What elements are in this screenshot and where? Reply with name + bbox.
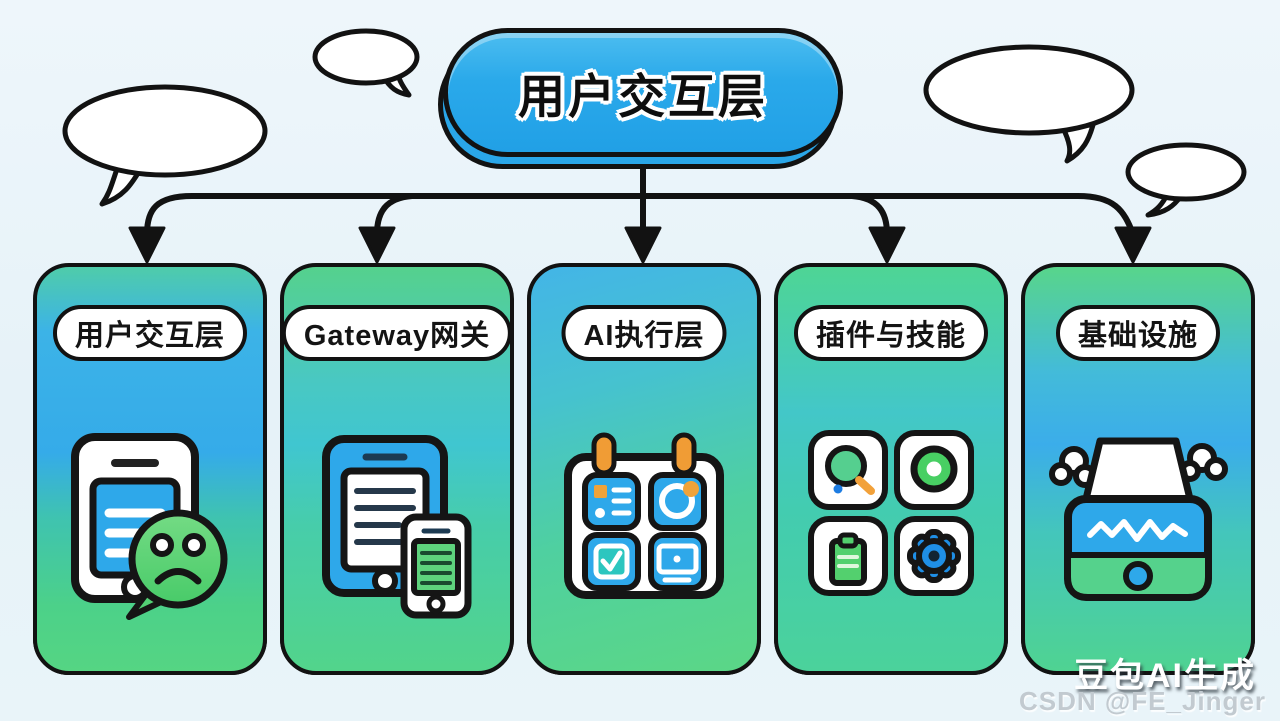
plugin-grid-icon (807, 429, 975, 602)
card-title-pill: 插件与技能 (793, 305, 989, 361)
card-title: AI执行层 (583, 320, 705, 352)
arrowhead-4 (868, 226, 906, 264)
clipboard-icon (829, 532, 867, 586)
gear-icon (907, 529, 961, 583)
thought-bubble-large-left (62, 84, 268, 207)
tablet-phone-icon (312, 429, 482, 626)
card-title-pill: Gateway网关 (281, 305, 513, 361)
card-title-pill: AI执行层 (561, 305, 727, 361)
card-face: 基础设施 (1021, 263, 1255, 675)
card-plugins-skills: 插件与技能 (774, 263, 1008, 675)
card-title-pill: 基础设施 (1055, 305, 1221, 361)
arrowhead-3 (624, 226, 662, 264)
card-face: 插件与技能 (774, 263, 1008, 675)
card-gateway: Gateway网关 (280, 263, 514, 675)
csdn-watermark: CSDN @FE_Jinger (1019, 686, 1266, 716)
thought-bubble-small-right (1125, 142, 1247, 218)
phone-sad-icon (65, 429, 235, 626)
card-ai-execution: AI执行层 (527, 263, 761, 675)
arrowhead-5 (1114, 226, 1152, 264)
card-title: 用户交互层 (74, 320, 226, 352)
card-face: AI执行层 (527, 263, 761, 675)
arrowhead-1 (128, 226, 166, 264)
card-user-interaction: 用户交互层 (33, 263, 267, 675)
arrowhead-2 (358, 226, 396, 264)
card-face: 用户交互层 (33, 263, 267, 675)
card-infrastructure: 基础设施 (1021, 263, 1255, 675)
thought-bubble-small-left (312, 28, 420, 98)
top-node-pill: 用户交互层 (443, 28, 843, 157)
card-title: 基础设施 (1077, 320, 1199, 352)
card-title: Gateway网关 (303, 320, 491, 352)
record-icon (910, 445, 958, 493)
arrowheads (128, 226, 1152, 264)
card-title-pill: 用户交互层 (52, 305, 248, 361)
card-title: 插件与技能 (815, 320, 967, 352)
search-icon (825, 445, 875, 495)
top-node-label: 用户交互层 (518, 70, 768, 123)
server-icon (1038, 429, 1238, 610)
top-node: 用户交互层 (438, 28, 843, 169)
card-face: Gateway网关 (280, 263, 514, 675)
calendar-tasks-icon (558, 429, 730, 606)
thought-bubble-large-right (923, 44, 1135, 164)
arrow-rail (144, 193, 1136, 237)
ai-generated-watermark: 豆包AI生成 (1074, 657, 1256, 695)
